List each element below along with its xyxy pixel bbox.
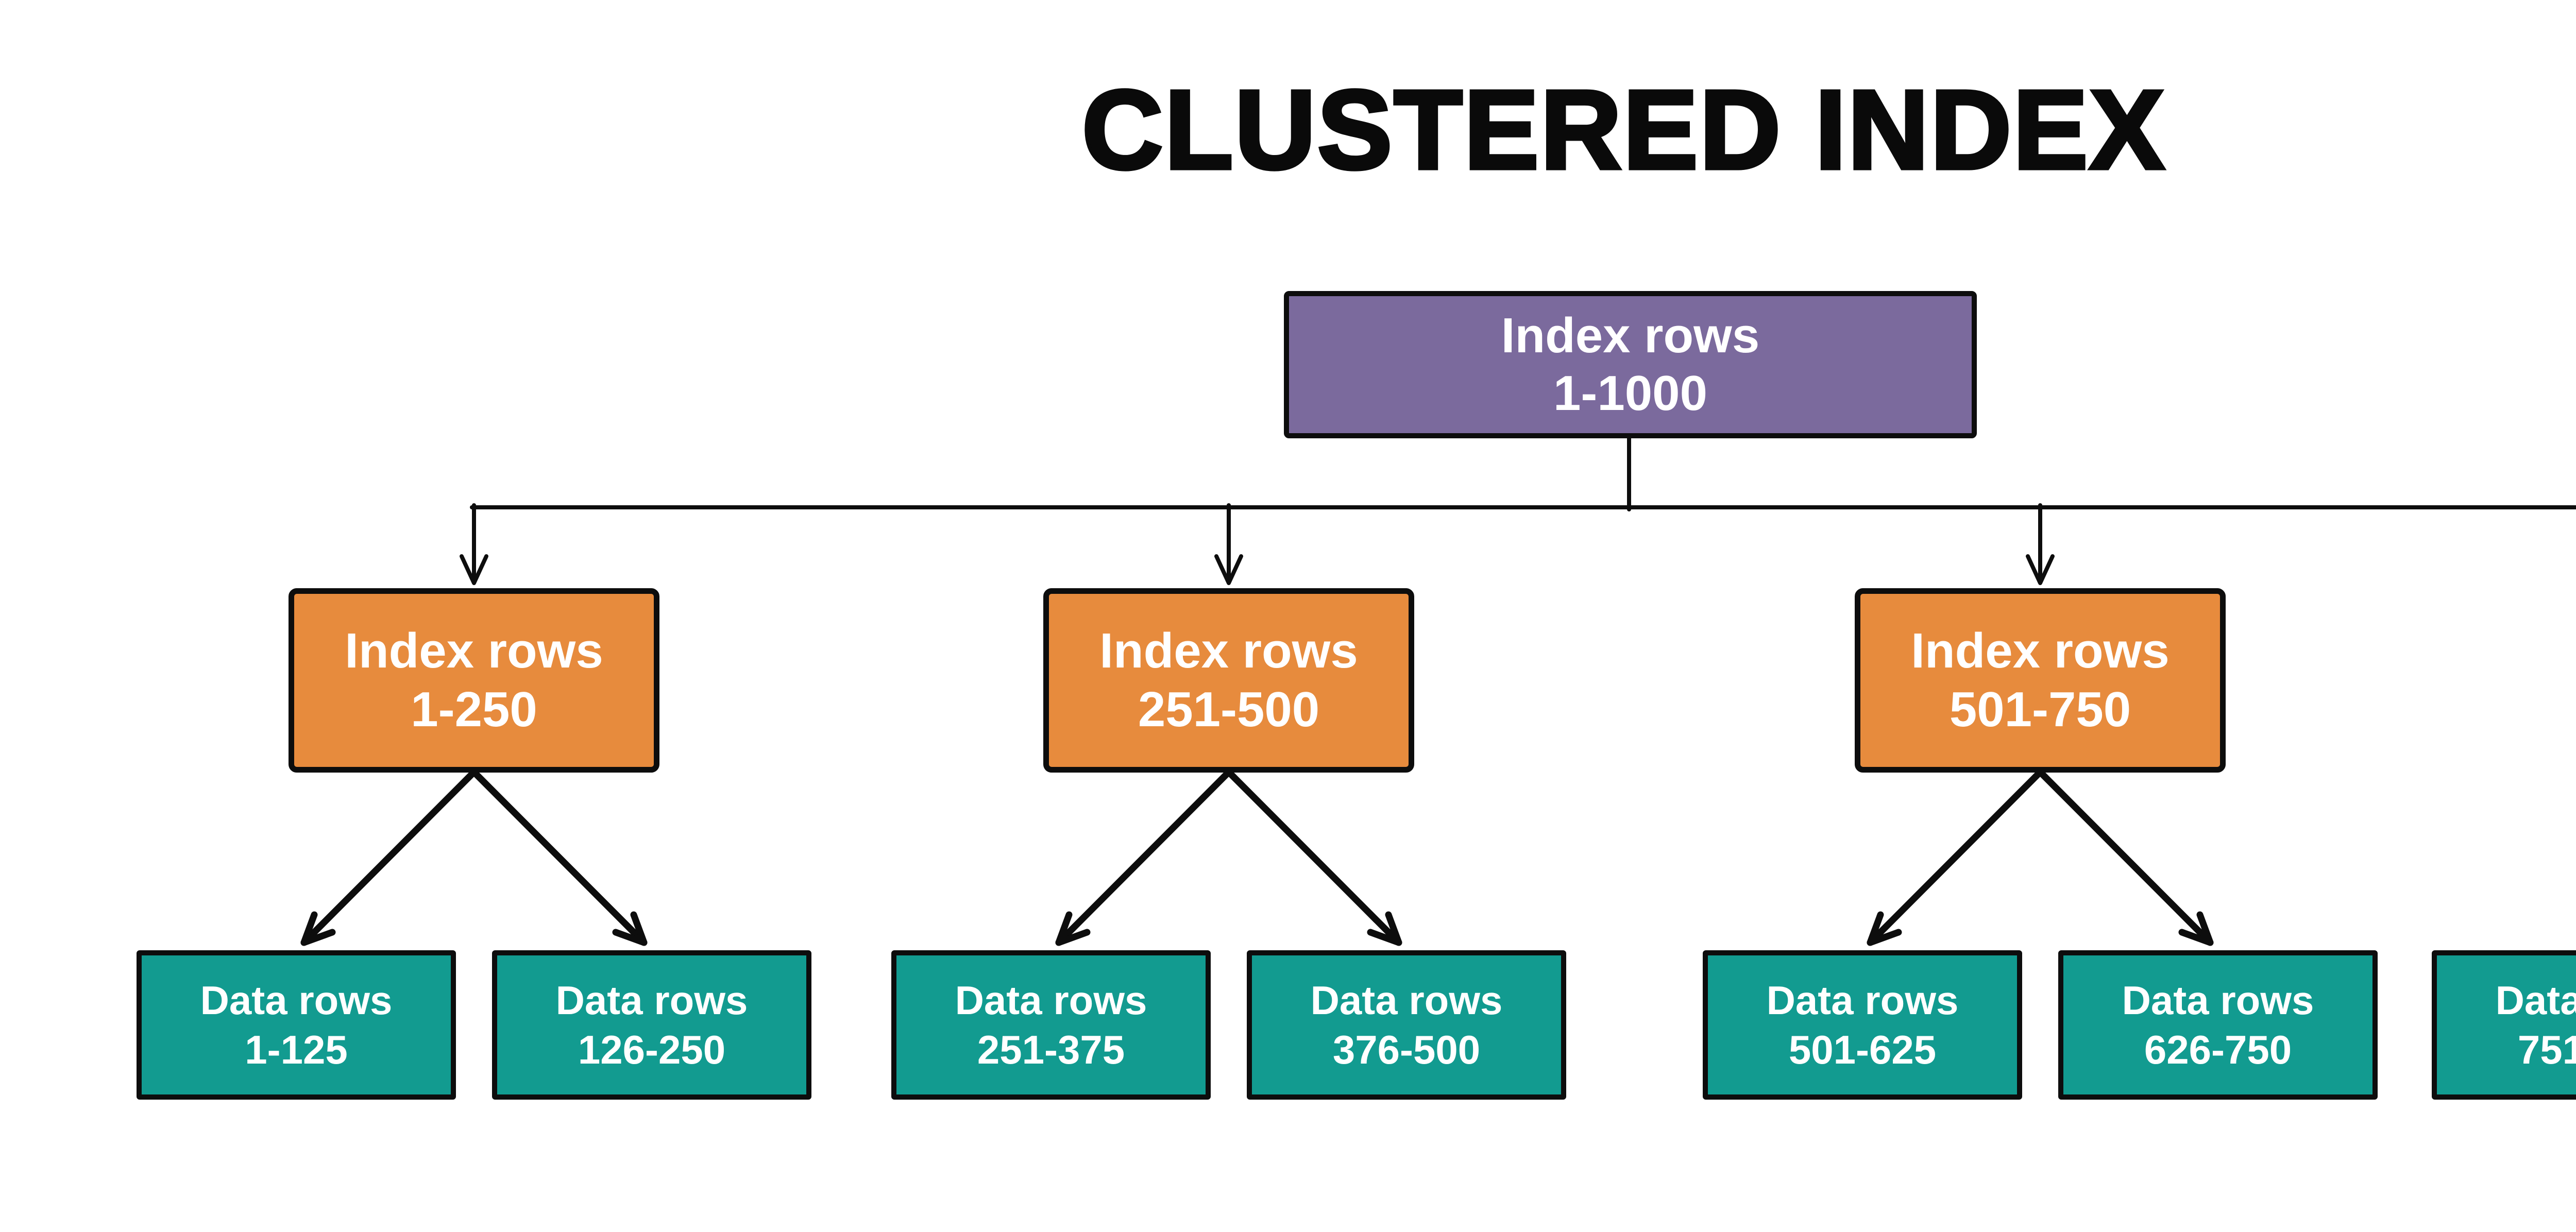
index-node-501-750: Index rows 501-750: [1855, 588, 2226, 773]
node-label-line2: 251-375: [977, 1027, 1125, 1072]
index-to-data-arrows: [300, 770, 2214, 946]
node-label-line1: Data rows: [955, 978, 1147, 1023]
node-label-line2: 1-125: [245, 1027, 348, 1072]
page-title: CLUSTERED INDEX: [1080, 66, 2166, 195]
node-label-line2: 251-500: [1138, 682, 1320, 737]
node-label-line2: 376-500: [1332, 1027, 1481, 1072]
root-index-node: Index rows 1-1000: [1284, 291, 1977, 438]
data-node-376-500: Data rows 376-500: [1247, 950, 1566, 1100]
root-to-rail-connector: [470, 433, 2576, 511]
data-node-751-825: Data rows 751-825: [2432, 950, 2576, 1100]
index-node-1-250: Index rows 1-250: [289, 588, 659, 773]
node-label-line2: 126-250: [578, 1027, 726, 1072]
rail-drop-arrows: [460, 503, 2055, 585]
node-label-line1: Data rows: [2122, 978, 2314, 1023]
node-label-line2: 1-250: [411, 682, 537, 737]
node-label-line1: Data rows: [200, 978, 393, 1023]
node-label-line2: 501-750: [1949, 682, 2131, 737]
data-node-1-125: Data rows 1-125: [137, 950, 456, 1100]
data-node-251-375: Data rows 251-375: [891, 950, 1211, 1100]
index-node-251-500: Index rows 251-500: [1043, 588, 1414, 773]
data-node-626-750: Data rows 626-750: [2058, 950, 2378, 1100]
node-label-line2: 1-1000: [1553, 366, 1707, 421]
node-label-line1: Index rows: [345, 623, 603, 678]
node-label-line1: Data rows: [2495, 978, 2576, 1023]
node-label-line2: 626-750: [2144, 1027, 2292, 1072]
node-label-line1: Data rows: [555, 978, 748, 1023]
node-label-line2: 751-825: [2517, 1027, 2576, 1072]
node-label-line1: Data rows: [1310, 978, 1503, 1023]
data-node-501-625: Data rows 501-625: [1703, 950, 2022, 1100]
node-label-line1: Index rows: [1099, 623, 1358, 678]
data-node-126-250: Data rows 126-250: [492, 950, 811, 1100]
node-label-line2: 501-625: [1788, 1027, 1937, 1072]
node-label-line1: Data rows: [1766, 978, 1959, 1023]
node-label-line1: Index rows: [1501, 308, 1760, 363]
node-label-line1: Index rows: [1911, 623, 2170, 678]
